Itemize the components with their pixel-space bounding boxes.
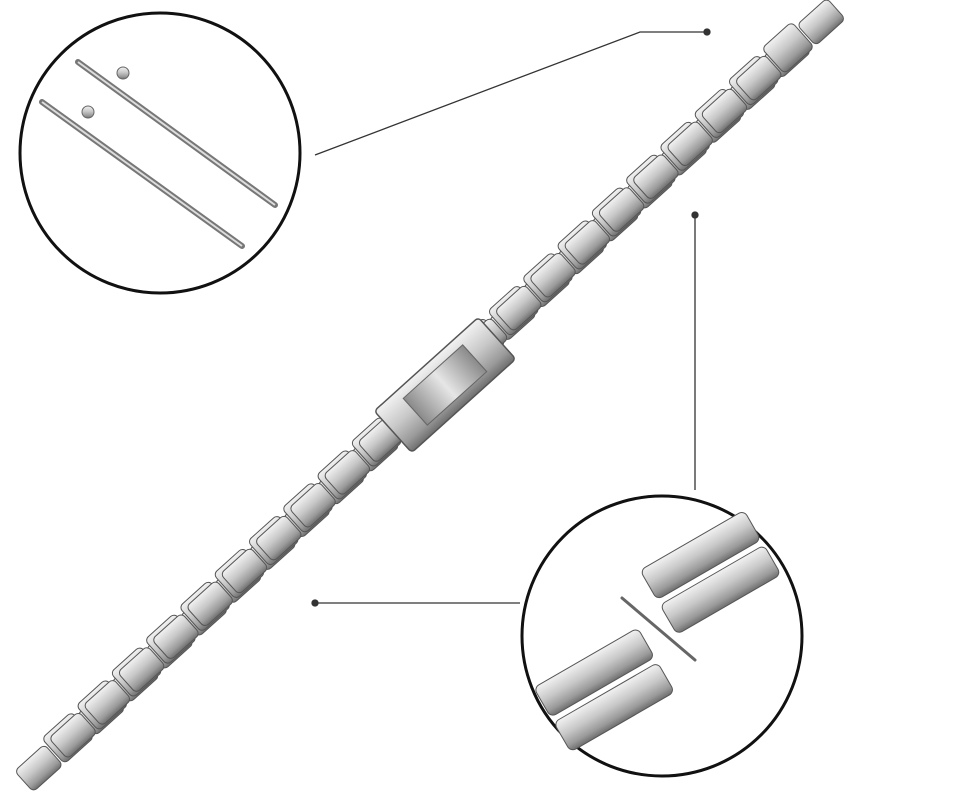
detail-circle-spring-bars — [18, 11, 302, 295]
pin-icon — [620, 596, 697, 662]
band-link — [736, 0, 844, 101]
clasp — [375, 318, 515, 452]
detail-circle-link-removal — [520, 494, 804, 778]
link-segment-upper — [641, 512, 780, 633]
spring-bar-icon — [75, 59, 278, 208]
callout-lines — [311, 28, 711, 607]
spring-bar-icon — [39, 99, 245, 249]
callout-line-pins — [314, 31, 707, 156]
link-segment-lower — [535, 629, 673, 751]
